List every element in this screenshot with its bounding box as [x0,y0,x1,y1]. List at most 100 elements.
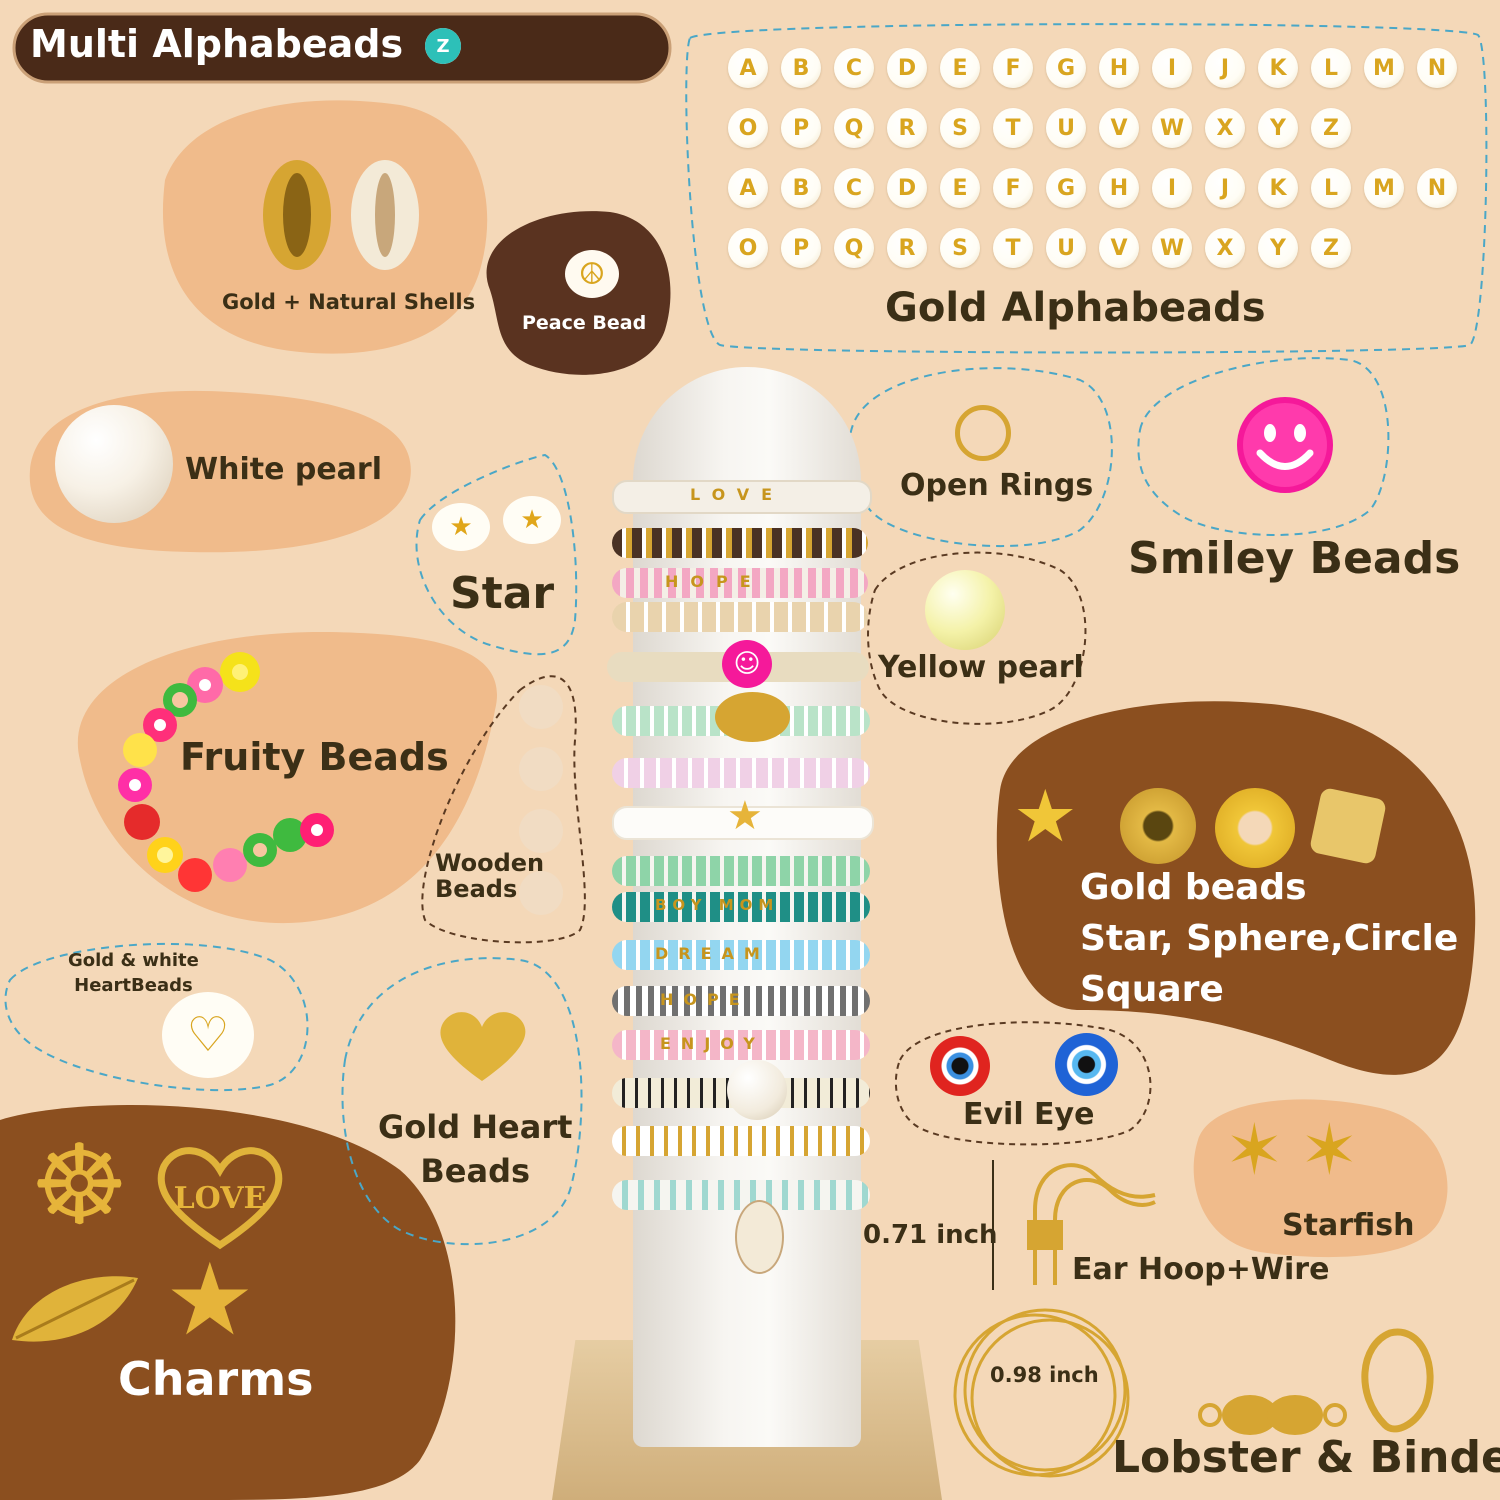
open-ring-icon [955,405,1011,461]
gold-alphabead: A [728,168,768,208]
gold-alphabead: N [1417,48,1457,88]
bracelet-pearl-icon [727,1060,787,1120]
title-pill [12,12,672,84]
star-label: Star [450,568,555,619]
gold-alphabeads-label: Gold Alphabeads [885,285,1266,331]
yellow-pearl-icon [925,570,1005,650]
gold-alphabead: V [1099,228,1139,268]
gold-alphabead: H [1099,48,1139,88]
heart-bead-icon: ♡ [162,992,254,1078]
gold-alphabead: M [1364,168,1404,208]
bracelet-word-love: LOVE [690,485,785,504]
gold-alphabead: P [781,228,821,268]
gold-sphere-bead-icon [1120,788,1196,864]
gold-beads-line2: Star, Sphere,Circle [1080,918,1459,959]
gold-alphabead: T [993,228,1033,268]
gold-alphabead: Y [1258,108,1298,148]
bracelet [612,806,874,840]
gold-alphabead: Q [834,108,874,148]
gold-beads-label: Gold beads Star, Sphere,Circle Square [1080,862,1458,1015]
bracelet [612,856,870,886]
size-indicator-line [992,1160,994,1290]
bracelet [612,528,868,558]
lobster-clasp-icon [1198,1328,1434,1435]
gold-alphabead: S [940,228,980,268]
wooden-bead-icon [519,747,563,791]
starfish-blob [1193,1099,1448,1258]
gold-alphabead: J [1205,48,1245,88]
lobster-label: Lobster & Binder [1112,1432,1500,1483]
wooden-label-line2: Beads [435,875,518,903]
grid-spacer [1364,108,1417,148]
ear-hoops-icon [953,1308,1130,1478]
evil-eye-blue-icon [1055,1033,1118,1096]
gold-beads-line3: Square [1080,969,1224,1010]
charms-label: Charms [118,1352,314,1406]
gold-alphabead: Z [1311,228,1351,268]
gold-alphabead: E [940,168,980,208]
white-pearl-icon [55,405,173,523]
gold-alphabead: U [1046,228,1086,268]
gold-alphabead: R [887,228,927,268]
gold-alphabead: P [781,108,821,148]
gold-alphabead: L [1311,168,1351,208]
wooden-beads-image [517,685,567,915]
bracelet [612,1180,870,1210]
gold-alphabead: X [1205,228,1245,268]
bracelet-word-hope: HOPE [665,572,763,591]
title-bead-z: Z [425,28,461,64]
wooden-label-line1: Wooden [435,849,545,877]
page-title: Multi Alphabeads [30,22,404,66]
grid-spacer [1417,228,1470,268]
heart-beads-small-label: Gold & white HeartBeads [68,948,199,998]
love-heart-charm-icon: LOVE [157,1147,283,1250]
gold-alphabead: G [1046,48,1086,88]
hoop-size-label: 0.98 inch [990,1363,1099,1387]
gold-alphabead: D [887,168,927,208]
gold-alphabead: D [887,48,927,88]
star-bead-icon-2: ★ [503,496,561,544]
gold-alphabead: I [1152,168,1192,208]
gold-alphabead: K [1258,48,1298,88]
gold-alphabead: I [1152,48,1192,88]
bracelet [612,986,870,1016]
white-pearl-label: White pearl [185,452,383,487]
gold-alphabead: U [1046,108,1086,148]
gold-alphabead: S [940,108,980,148]
evil-eye-red-icon [930,1036,990,1096]
bracelet [612,480,872,514]
gold-alphabead: B [781,168,821,208]
leaf-charm-icon [12,1276,138,1342]
gold-star-bead-icon: ★ [1013,774,1078,858]
heart-small-line2: HeartBeads [74,975,193,996]
gold-beads-line1: Gold beads [1080,867,1307,908]
gold-square-bead-icon [1308,786,1388,866]
bracelet-star-icon: ★ [727,793,763,839]
bracelet-word-dream: DREAM [655,944,770,963]
gold-alphabead: B [781,48,821,88]
gold-alphabead: Q [834,228,874,268]
gold-alphabead: W [1152,228,1192,268]
grid-spacer [1417,108,1470,148]
bracelet [612,940,870,970]
grid-spacer [1364,228,1417,268]
charms-blob [0,1105,456,1500]
starfish-charm-icon: ✶ [1225,1109,1284,1191]
gold-alphabead: A [728,48,768,88]
ear-hoop-label: Ear Hoop+Wire [1072,1252,1330,1287]
peace-icon: ☮ [565,250,619,298]
bracelet-shell-icon [715,692,790,742]
gold-alphabead: M [1364,48,1404,88]
gold-alphabead: V [1099,108,1139,148]
star-bead-icon-1: ★ [432,503,490,551]
bracelet-shell-charm-icon [735,1200,784,1274]
ear-wire-icon [1027,1163,1156,1285]
bracelet [612,602,868,632]
gold-alphabead: C [834,168,874,208]
gold-alphabead: G [1046,168,1086,208]
peace-label: Peace Bead [522,312,647,334]
bracelet-word-enjoy: ENJOY [660,1034,765,1053]
gold-heart-line2: Beads [420,1152,531,1190]
